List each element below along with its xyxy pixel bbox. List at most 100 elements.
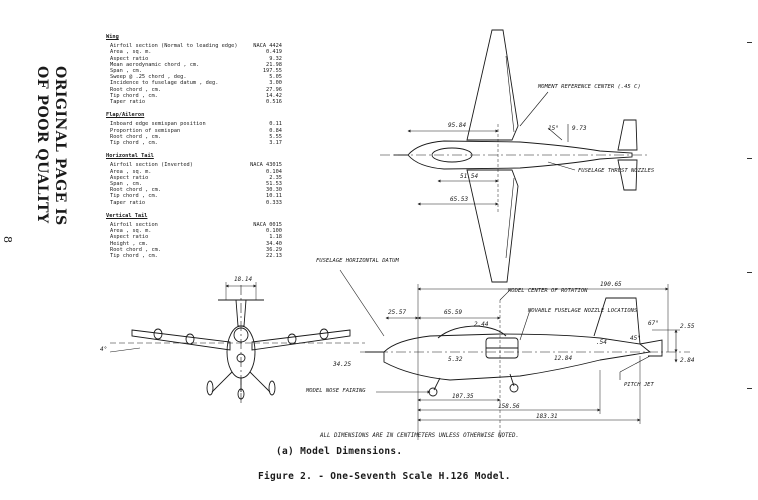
dim-2-55: 2.55: [680, 323, 695, 330]
margin-tick: [747, 272, 752, 273]
spec-label: Area , sq. m.: [110, 168, 152, 175]
margin-tick: [747, 158, 752, 159]
dim-65-59: 65.59: [444, 309, 462, 316]
spec-value: 5.05: [269, 74, 282, 81]
spec-value: 3.00: [269, 80, 282, 87]
spec-label: Aspect ratio: [110, 55, 149, 62]
spec-label: Tip chord , cm.: [110, 140, 158, 147]
spec-value: 27.96: [266, 86, 282, 93]
spec-row: Proportion of semispan 0.84: [106, 128, 282, 134]
dim-183-31: 183.31: [536, 413, 558, 420]
spec-value: 0.104: [266, 168, 282, 175]
dim-45-deg: 45°: [630, 335, 641, 342]
spec-label: Root chord , cm.: [110, 86, 162, 93]
spec-value: 30.30: [266, 187, 282, 194]
dim-95-84: 95.84: [448, 122, 466, 129]
spec-row: Tip chord , cm. 14.42: [106, 93, 282, 99]
spec-row: Span , cm.197.55: [106, 68, 282, 74]
dim-158-56: 158.56: [498, 403, 520, 410]
front-wing-left: [131, 329, 231, 351]
dim-18-14: 18.14: [234, 276, 252, 283]
dim-107-35: 107.35: [452, 393, 474, 400]
spec-row: Root chord , cm.36.29: [106, 247, 282, 253]
spec-section-heading: Wing: [106, 34, 119, 40]
spec-value: 10.11: [266, 193, 282, 200]
spec-value: 0.84: [269, 127, 282, 134]
spec-row: Aspect ratio 9.32: [106, 56, 282, 62]
spec-section-heading: Flap/Aileron: [106, 112, 145, 119]
spec-value: 0.516: [266, 99, 282, 106]
spec-value: 36.29: [266, 246, 282, 253]
dim-15-deg: 15°: [548, 125, 559, 132]
dim-2-84: 2.84: [680, 357, 695, 364]
front-wing-right: [251, 329, 351, 351]
plan-view: [380, 29, 650, 283]
plan-wing-upper: [466, 29, 519, 141]
spec-row: Area , sq. m.0.419: [106, 49, 282, 55]
spec-label: Root chord , cm.: [110, 187, 162, 194]
spec-row: Incidence to fuselage datum , deg.3.00: [106, 80, 282, 86]
plan-htail-lower: [617, 159, 638, 191]
note-fuselage-thrust-nozzles: FUSELAGE THRUST NOZZLES: [578, 168, 655, 174]
spec-value: 22.13: [266, 253, 282, 260]
note-all-dimensions: ALL DIMENSIONS ARE IN CENTIMETERS UNLESS…: [319, 433, 519, 439]
note-fuselage-horizontal-datum: FUSELAGE HORIZONTAL DATUM: [316, 258, 399, 264]
dim-12-84: 12.84: [554, 355, 572, 362]
spec-label: Airfoil section (Inverted): [110, 162, 193, 169]
plan-htail-upper: [617, 119, 638, 151]
spec-row: Tip chord , cm.22.13: [106, 253, 282, 259]
note-pitch-jet: PITCH JET: [624, 382, 654, 388]
spec-row: Airfoil section (Normal to leading edge)…: [106, 43, 282, 49]
spec-row: Sweep @ .25 chord , deg.5.05: [106, 74, 282, 80]
spec-row: Height , cm.34.40: [106, 241, 282, 247]
spec-value: 34.40: [266, 240, 282, 247]
spec-row: Mean aerodynamic chord , cm.21.98: [106, 62, 282, 68]
spec-row: Tip chord , cm.10.11: [106, 193, 282, 199]
margin-tick: [747, 388, 752, 389]
spec-label: Span , cm.: [110, 181, 142, 188]
spec-value: 9.32: [269, 55, 282, 62]
dim-9-73: 9.73: [572, 125, 587, 132]
figure-caption: Figure 2. - One-Seventh Scale H.126 Mode…: [258, 471, 511, 482]
spec-row: Area , sq. m. 0.104: [106, 169, 282, 175]
spec-label: Span , cm.: [110, 68, 142, 75]
spec-label: Tip chord , cm.: [110, 92, 158, 99]
spec-section-heading: Horizontal Tail: [106, 153, 154, 160]
dim-190-65: 190.65: [600, 281, 622, 288]
spec-label: Taper ratio: [110, 199, 146, 206]
spec-value: 5.55: [269, 133, 282, 140]
dim-34-25: 34.25: [332, 361, 351, 368]
spec-value: 14.42: [266, 92, 282, 99]
spec-label: Aspect ratio: [110, 234, 149, 241]
spec-value: NACA 0015: [253, 222, 282, 229]
spec-value: 1.18: [269, 234, 282, 241]
dim-0-54: .54: [596, 339, 607, 346]
spec-value: 3.17: [269, 140, 282, 147]
spec-value: 21.98: [266, 61, 282, 68]
note-movable-nozzle-locations: MOVABLE FUSELAGE NOZZLE LOCATIONS: [527, 308, 638, 314]
spec-value: 0.100: [266, 228, 282, 235]
spec-label: Proportion of semispan: [110, 127, 181, 134]
dim-51-54: 51.54: [460, 173, 478, 180]
spec-row: Root chord , cm.5.55: [106, 134, 282, 140]
spec-label: Airfoil section (Normal to leading edge): [110, 43, 238, 50]
dim-67-deg: 67°: [648, 320, 659, 327]
dim-4-deg: 4°: [100, 346, 107, 353]
spec-row: Airfoil section (Inverted)NACA 43015: [106, 162, 282, 168]
spec-label: Area , sq. m.: [110, 49, 152, 56]
note-moment-reference: MOMENT REFERENCE CENTER (.45 C): [537, 84, 641, 90]
spec-row: Span , cm.51.53: [106, 181, 282, 187]
spec-label: Area , sq. m.: [110, 228, 152, 235]
note-model-nose-fairing: MODEL NOSE FAIRING: [305, 388, 366, 394]
side-fin: [593, 297, 641, 345]
plan-wing-lower: [466, 169, 519, 283]
spec-value: 0.11: [269, 121, 282, 128]
